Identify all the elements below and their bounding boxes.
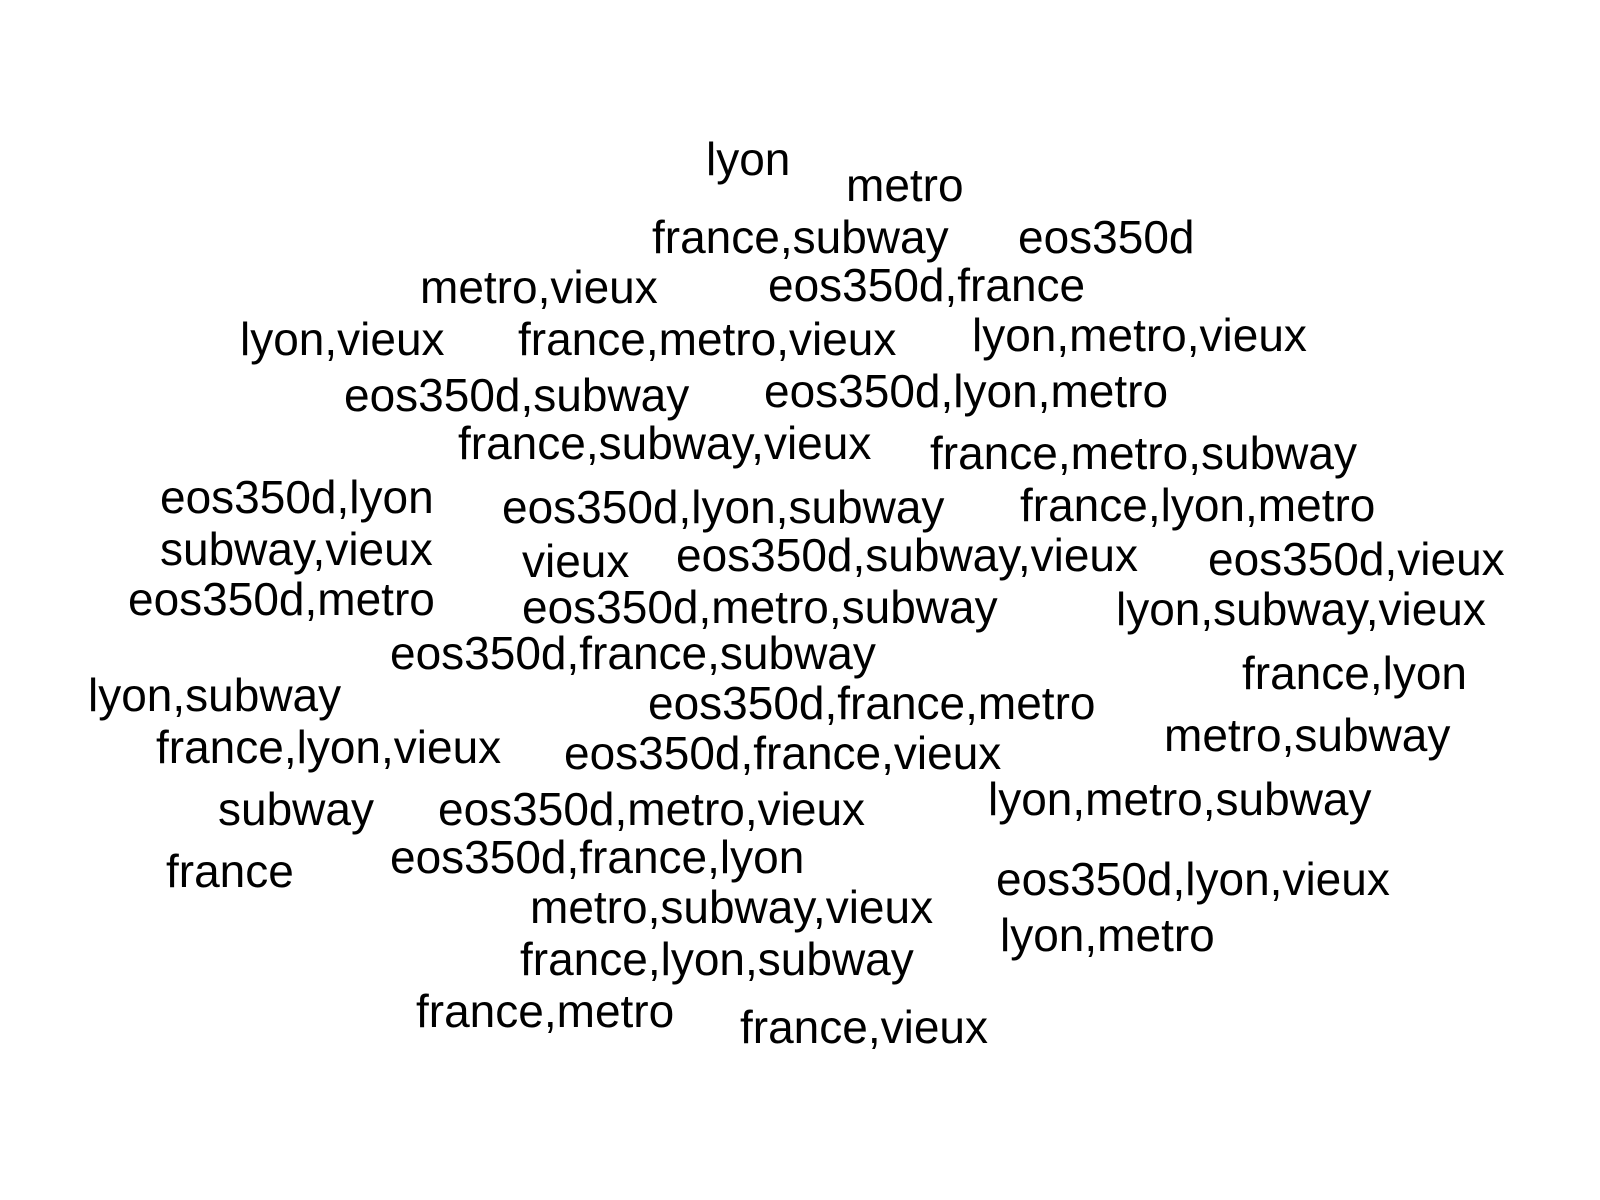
- word-cloud-term[interactable]: eos350d,vieux: [1208, 533, 1505, 585]
- word-cloud-term[interactable]: subway: [218, 783, 374, 835]
- word-cloud-term[interactable]: france,vieux: [740, 1001, 989, 1053]
- word-cloud-term[interactable]: lyon,vieux: [240, 313, 445, 365]
- word-cloud-term[interactable]: eos350d,france: [768, 259, 1086, 311]
- word-cloud-term[interactable]: eos350d: [1018, 211, 1195, 263]
- word-cloud-term[interactable]: eos350d,france,subway: [390, 627, 876, 679]
- word-cloud-term[interactable]: lyon,metro: [1000, 909, 1215, 961]
- word-cloud-term[interactable]: france,lyon,subway: [520, 933, 914, 985]
- word-cloud-term[interactable]: france,subway,vieux: [458, 417, 872, 469]
- word-cloud-term[interactable]: lyon,subway,vieux: [1116, 583, 1486, 635]
- word-cloud-term[interactable]: eos350d,lyon: [160, 471, 434, 523]
- word-cloud-term[interactable]: france,lyon,metro: [1020, 479, 1376, 531]
- word-cloud-term[interactable]: france,metro: [416, 985, 675, 1037]
- word-cloud-term[interactable]: eos350d,subway,vieux: [676, 529, 1138, 581]
- word-cloud-term[interactable]: france,lyon: [1242, 647, 1468, 699]
- word-cloud-term[interactable]: eos350d,metro: [128, 573, 435, 625]
- word-cloud-term[interactable]: eos350d,france,lyon: [390, 831, 805, 883]
- word-cloud-term[interactable]: eos350d,lyon,subway: [502, 481, 945, 533]
- word-cloud-term[interactable]: france,metro,vieux: [518, 313, 897, 365]
- word-cloud-term[interactable]: vieux: [522, 535, 630, 587]
- word-cloud-term[interactable]: eos350d,france,metro: [648, 677, 1096, 729]
- word-cloud-term[interactable]: france,subway: [652, 211, 949, 263]
- word-cloud-term[interactable]: france,metro,subway: [930, 427, 1357, 479]
- word-cloud-term[interactable]: subway,vieux: [160, 523, 433, 575]
- word-cloud-term[interactable]: lyon,metro,subway: [988, 773, 1372, 825]
- word-cloud-term[interactable]: eos350d,lyon,vieux: [996, 853, 1390, 905]
- word-cloud-term[interactable]: metro,vieux: [420, 261, 658, 313]
- word-cloud-term[interactable]: lyon,subway: [88, 669, 342, 721]
- word-cloud-term[interactable]: eos350d,metro,vieux: [438, 783, 866, 835]
- word-cloud-term[interactable]: lyon: [706, 133, 791, 185]
- word-cloud-term[interactable]: lyon,metro,vieux: [972, 309, 1307, 361]
- word-cloud-term[interactable]: eos350d,france,vieux: [564, 727, 1002, 779]
- word-cloud-term[interactable]: metro: [846, 159, 964, 211]
- word-cloud-term[interactable]: eos350d,subway: [344, 369, 690, 421]
- word-cloud-term[interactable]: france,lyon,vieux: [156, 721, 502, 773]
- word-cloud-term[interactable]: eos350d,metro,subway: [522, 581, 998, 633]
- word-cloud-term[interactable]: france: [166, 845, 294, 897]
- word-cloud-term[interactable]: eos350d,lyon,metro: [764, 365, 1169, 417]
- word-cloud-term[interactable]: metro,subway,vieux: [530, 881, 934, 933]
- word-cloud-term[interactable]: metro,subway: [1164, 709, 1451, 761]
